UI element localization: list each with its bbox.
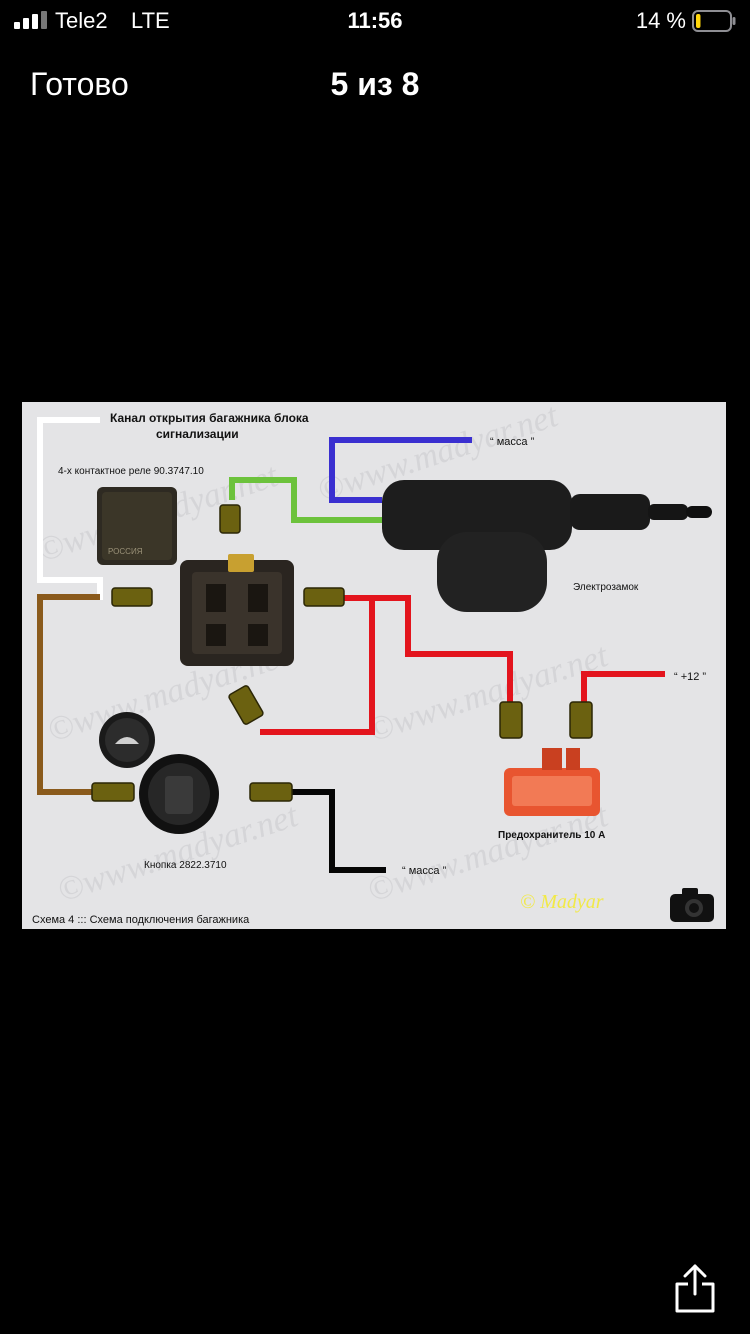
label-channel-line1: Канал открытия багажника блока <box>110 411 309 425</box>
label-fuse: Предохранитель 10 А <box>498 830 605 841</box>
label-relay: 4-х контактное реле 90.3747.10 <box>58 466 204 477</box>
camera-icon <box>670 888 714 922</box>
label-plus12: “ +12 ” <box>674 671 706 683</box>
network-type: LTE <box>131 8 170 33</box>
battery-percent: 14 % <box>635 8 686 33</box>
trunk-lock-actuator <box>382 480 712 612</box>
connector <box>91 782 135 802</box>
connector <box>219 504 241 534</box>
label-button: Кнопка 2822.3710 <box>144 860 227 871</box>
connector <box>228 685 264 725</box>
white-wire <box>37 417 103 600</box>
status-bar: Tele2 LTE 11:56 14 % <box>0 0 750 44</box>
green-wire <box>229 477 382 523</box>
black-wire <box>292 789 386 873</box>
red-wire-relay <box>342 595 513 702</box>
blue-wire <box>329 437 472 503</box>
fuse-10a <box>504 748 600 816</box>
trunk-button <box>99 712 219 834</box>
connector <box>249 782 293 802</box>
brown-wire <box>37 594 100 795</box>
svg-text:РОССИЯ: РОССИЯ <box>108 547 143 556</box>
connector <box>303 587 345 607</box>
watermark-logo: © Madyar <box>520 891 604 913</box>
battery-icon <box>692 10 736 32</box>
relay-socket <box>180 554 294 666</box>
wiring-diagram: ©www.madyar.net ©www.madyar.net ©www.mad… <box>32 402 714 926</box>
label-ground-bottom: “ масса ” <box>402 865 447 877</box>
carrier-name: Tele2 <box>55 8 108 33</box>
relay-small: РОССИЯ <box>97 487 177 565</box>
signal-strength-icon <box>14 11 47 29</box>
diagram-caption: Схема 4 ::: Схема подключения багажника <box>32 914 250 926</box>
connector <box>111 587 153 607</box>
nav-bar: Готово 5 из 8 <box>0 50 750 120</box>
red-wire-loop <box>260 598 375 735</box>
done-button[interactable]: Готово <box>30 66 129 102</box>
photo-viewer-image[interactable]: ©www.madyar.net ©www.madyar.net ©www.mad… <box>22 402 726 929</box>
status-time: 11:56 <box>347 8 403 33</box>
share-icon[interactable] <box>672 1262 718 1314</box>
label-lock: Электрозамок <box>573 582 639 593</box>
connector <box>499 701 523 739</box>
connector <box>569 701 593 739</box>
red-wire-plus12 <box>581 671 665 702</box>
label-channel-line2: сигнализации <box>156 427 239 441</box>
label-ground-top: “ масса ” <box>490 436 535 448</box>
